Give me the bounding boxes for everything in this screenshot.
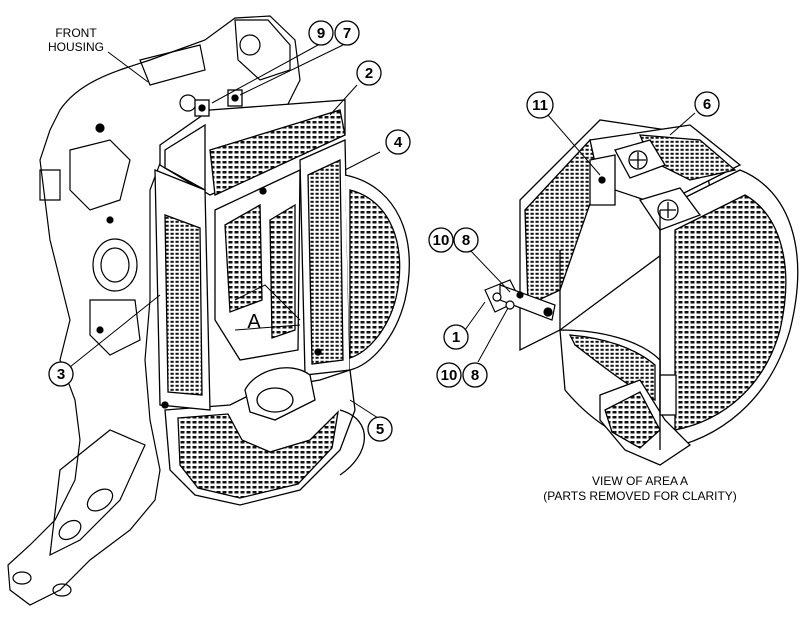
callout-10-bottom-label: 10 [441,367,458,384]
callout-5-label: 5 [376,421,384,438]
callout-3-label: 3 [57,366,65,383]
callout-10-bottom: 10 [436,362,462,388]
front-housing [7,15,301,606]
callout-8-top-label: 8 [462,232,470,249]
callout-7: 7 [334,20,360,46]
callout-3: 3 [48,361,74,387]
front-housing-label-line1: FRONT [55,26,97,40]
view-caption-line1: VIEW OF AREA A [592,474,688,488]
area-a-letter: A [247,311,261,333]
callout-11-label: 11 [532,97,548,114]
callout-6: 6 [694,91,720,117]
callout-7-label: 7 [343,25,351,42]
callout-8-top: 8 [453,227,479,253]
callout-11: 11 [526,91,554,119]
callout-8-bottom-label: 8 [471,367,479,384]
radiator-screen [154,89,410,421]
callout-9-label: 9 [317,25,325,42]
callout-5: 5 [367,416,393,442]
callout-6-label: 6 [703,96,711,113]
view-caption-line2: (PARTS REMOVED FOR CLARITY) [543,489,737,503]
front-housing-label-line2: HOUSING [48,40,104,54]
callout-4-label: 4 [394,134,403,151]
callout-1-label: 1 [452,329,460,346]
callout-8-bottom: 8 [462,362,488,388]
area-a-marker [234,284,301,331]
callout-2: 2 [356,60,382,86]
leader-lines-right [464,112,696,363]
mounting-bracket-parts [484,279,556,321]
callout-10-top: 10 [428,227,454,253]
leader-lines-left [69,44,381,419]
area-a-detail [519,119,799,466]
callout-2-label: 2 [365,65,373,82]
callout-4: 4 [385,129,411,155]
callout-9: 9 [308,20,334,46]
callout-1: 1 [443,324,469,350]
callout-10-top-label: 10 [433,232,450,249]
